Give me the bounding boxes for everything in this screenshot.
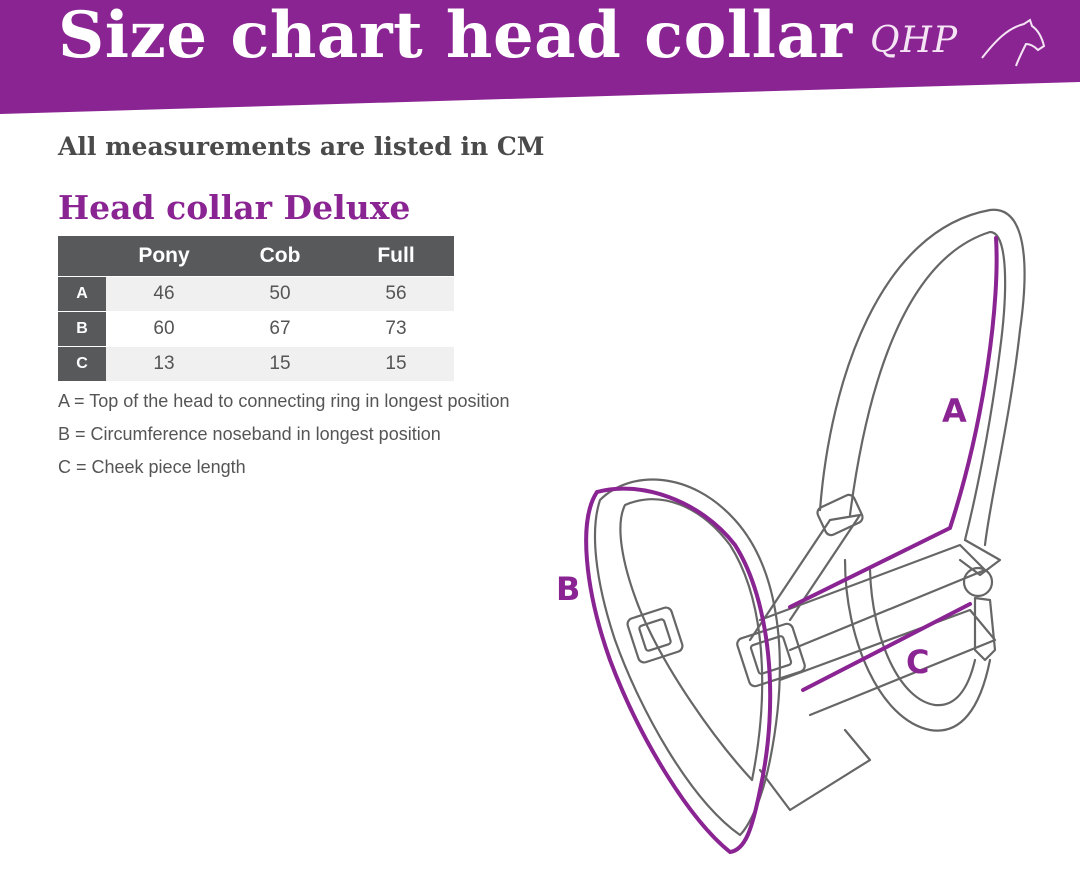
cheek-strap-upper bbox=[748, 513, 862, 642]
table-cell: 60 bbox=[106, 311, 222, 347]
throat-strap bbox=[958, 538, 1002, 577]
buckle-left bbox=[626, 606, 684, 664]
connecting-ring bbox=[962, 566, 994, 598]
headpiece-outer bbox=[818, 208, 1026, 547]
measure-c-line bbox=[801, 602, 972, 692]
row-key: C bbox=[58, 346, 106, 381]
table-cell: 73 bbox=[338, 311, 454, 347]
horse-head-icon bbox=[981, 18, 1046, 67]
table-cell: 56 bbox=[338, 276, 454, 312]
legend-item: B = Circumference noseband in longest po… bbox=[58, 424, 441, 444]
measurement-note: All measurements are listed in CM bbox=[58, 132, 545, 161]
table-cell: 15 bbox=[222, 346, 338, 381]
head-collar-diagram: A B C bbox=[556, 208, 1026, 855]
table-row: A 46 50 56 bbox=[58, 276, 454, 312]
column-header: Cob bbox=[222, 236, 338, 277]
noseband-outer bbox=[593, 478, 781, 837]
table-cell: 67 bbox=[222, 311, 338, 347]
table-corner bbox=[58, 236, 106, 277]
label-c: C bbox=[906, 643, 929, 681]
jaw-strap bbox=[843, 558, 992, 732]
row-key: A bbox=[58, 276, 106, 312]
measure-b-line bbox=[584, 486, 773, 855]
page-title: Size chart head collar bbox=[58, 0, 853, 73]
table-cell: 46 bbox=[106, 276, 222, 312]
label-b: B bbox=[556, 570, 580, 608]
column-header: Pony bbox=[106, 236, 222, 277]
table-cell: 15 bbox=[338, 346, 454, 381]
row-key: B bbox=[58, 311, 106, 347]
measurement-legend: A = Top of the head to connecting ring i… bbox=[58, 390, 510, 489]
size-table: Pony Cob Full A 46 50 56 B 60 67 73 C 13… bbox=[58, 236, 454, 381]
legend-item: A = Top of the head to connecting ring i… bbox=[58, 391, 510, 411]
table-cell: 13 bbox=[106, 346, 222, 381]
table-header-row: Pony Cob Full bbox=[58, 236, 454, 277]
table-cell: 50 bbox=[222, 276, 338, 312]
noseband-inner bbox=[619, 498, 764, 782]
column-header: Full bbox=[338, 236, 454, 277]
buckle-top bbox=[816, 493, 864, 537]
jaw-strap-inner bbox=[868, 568, 977, 707]
brand-name: QHP bbox=[870, 20, 959, 61]
section-title: Head collar Deluxe bbox=[58, 188, 411, 227]
table-row: C 13 15 15 bbox=[58, 346, 454, 381]
legend-item: C = Cheek piece length bbox=[58, 457, 246, 477]
label-a: A bbox=[942, 392, 967, 430]
header-banner bbox=[0, 0, 1080, 114]
lower-strap bbox=[758, 728, 872, 812]
table-row: B 60 67 73 bbox=[58, 311, 454, 347]
side-strap-top bbox=[758, 543, 987, 652]
measure-a-line bbox=[788, 236, 999, 609]
headpiece-inner bbox=[848, 230, 1007, 542]
trigger-clip bbox=[973, 596, 997, 662]
side-strap-bottom bbox=[778, 608, 997, 717]
